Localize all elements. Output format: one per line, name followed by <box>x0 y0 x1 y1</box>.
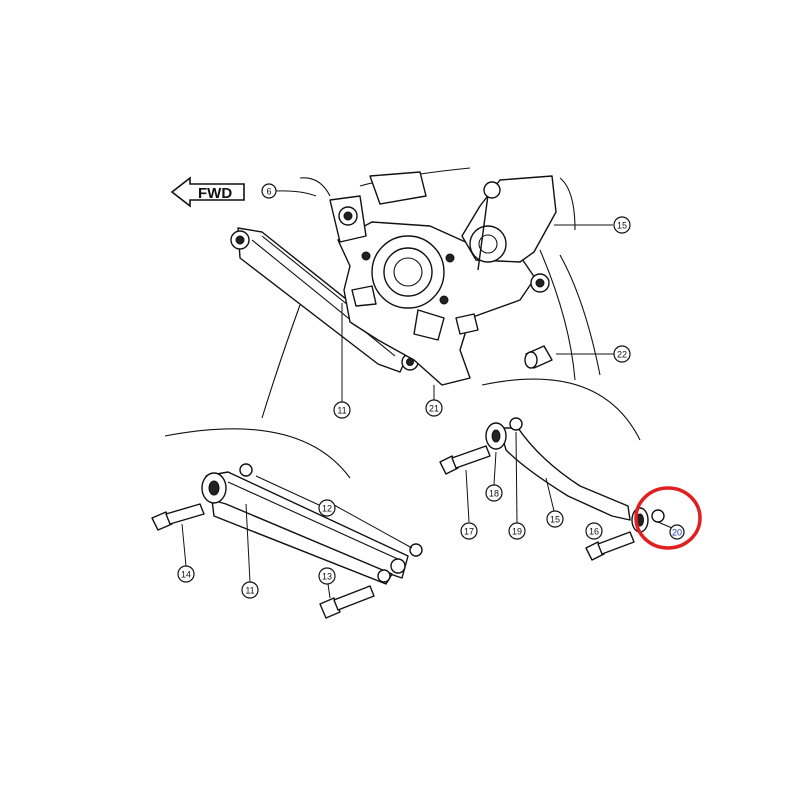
lower-link-assembly <box>439 417 665 561</box>
svg-text:18: 18 <box>489 489 499 499</box>
callouts: 6 11 11 12 13 14 15 15 <box>177 183 685 599</box>
svg-text:19: 19 <box>512 527 522 537</box>
upper-bracket <box>299 171 427 243</box>
leader-lines <box>181 190 673 599</box>
callout-17: 17 <box>460 522 478 540</box>
lower-arm-assembly <box>151 463 423 619</box>
svg-text:15: 15 <box>617 221 627 231</box>
svg-text:12: 12 <box>322 504 332 514</box>
nut-20 <box>651 509 665 523</box>
fwd-label: FWD <box>198 185 232 202</box>
knuckle-assembly <box>337 221 536 386</box>
svg-text:16: 16 <box>589 527 599 537</box>
callout-21: 21 <box>425 399 443 417</box>
callout-12: 12 <box>318 499 336 517</box>
bushing-22 <box>524 345 553 369</box>
callout-11-upper: 11 <box>333 401 351 419</box>
highlight-ring <box>634 486 702 550</box>
callout-16: 16 <box>585 522 603 540</box>
callout-11-lower: 11 <box>241 581 259 599</box>
callout-14: 14 <box>177 565 195 583</box>
svg-text:13: 13 <box>322 572 332 582</box>
callout-15-lower: 15 <box>546 510 564 528</box>
callout-15-upper: 15 <box>613 216 631 234</box>
svg-text:21: 21 <box>429 404 439 414</box>
svg-text:17: 17 <box>464 527 474 537</box>
svg-text:11: 11 <box>245 586 254 596</box>
bolt-14 <box>151 503 205 531</box>
callout-22: 22 <box>613 345 631 363</box>
callout-20: 20 <box>669 524 685 540</box>
svg-text:14: 14 <box>181 570 191 580</box>
callout-13: 13 <box>318 567 336 585</box>
svg-text:11: 11 <box>337 406 346 416</box>
svg-text:15: 15 <box>550 515 560 525</box>
svg-text:6: 6 <box>266 187 271 197</box>
fwd-arrow: FWD <box>170 176 245 208</box>
callout-18: 18 <box>485 484 503 502</box>
bolt-16 <box>585 531 635 561</box>
svg-text:20: 20 <box>672 528 682 538</box>
bolt-17 <box>439 445 491 475</box>
callout-19: 19 <box>508 522 526 540</box>
callout-6: 6 <box>261 183 277 199</box>
svg-text:22: 22 <box>617 350 627 360</box>
bolt-13 <box>319 585 375 619</box>
upper-trailing-arm <box>461 175 557 293</box>
